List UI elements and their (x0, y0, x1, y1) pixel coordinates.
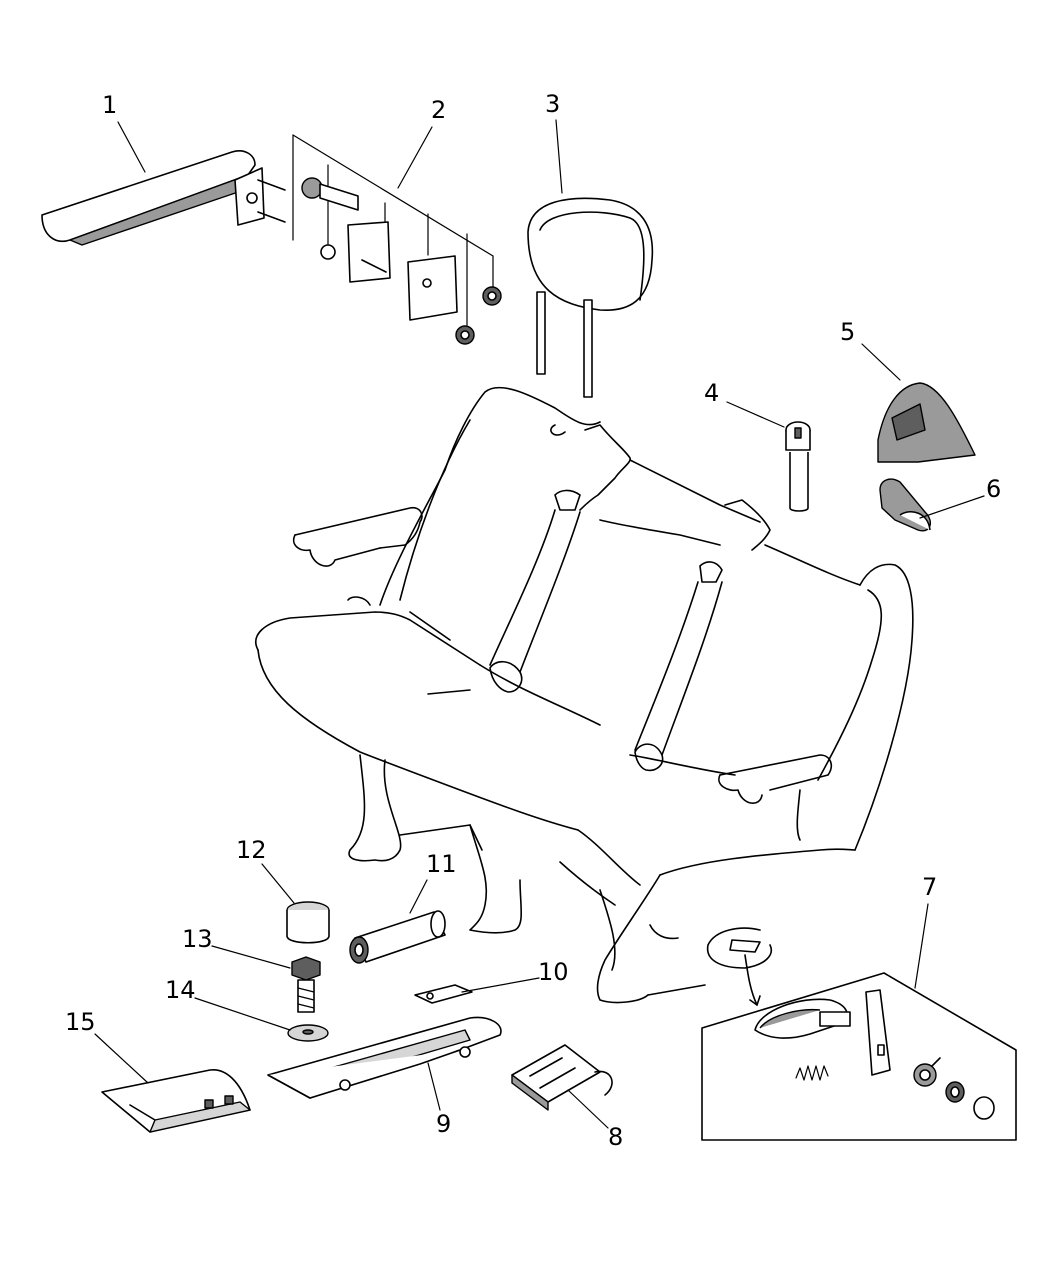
callout-1: 1 (102, 91, 117, 119)
callout-12: 12 (236, 836, 267, 864)
callout-9: 9 (436, 1110, 451, 1138)
part-clip (879, 478, 932, 532)
callout-3: 3 (545, 90, 560, 118)
part-bolt (291, 956, 321, 1013)
part-spacer-tube (349, 910, 446, 964)
callout-10: 10 (538, 958, 569, 986)
callout-6: 6 (986, 475, 1001, 503)
callout-11: 11 (426, 850, 457, 878)
part-headrest (527, 197, 654, 398)
leader-lines (94, 119, 985, 1129)
part-bracket-clip (511, 1044, 613, 1111)
part-washer (287, 1024, 329, 1042)
callout-4: 4 (704, 379, 719, 407)
callout-14: 14 (165, 976, 196, 1004)
callout-5: 5 (840, 318, 855, 346)
part-bumper (286, 901, 330, 944)
part-latch-kit (701, 972, 1017, 1141)
callout-2: 2 (431, 96, 446, 124)
seat-assembly (255, 386, 914, 1006)
callout-13: 13 (182, 925, 213, 953)
callout-labels: 1 2 3 4 5 6 7 8 9 10 11 12 13 14 15 (65, 90, 1001, 1151)
callout-15: 15 (65, 1008, 96, 1036)
part-armrest (41, 150, 286, 246)
part-small-clip (414, 984, 473, 1004)
part-guide-sleeve (785, 421, 811, 512)
part-track-cover (267, 1016, 502, 1099)
part-end-cover (101, 1069, 251, 1133)
callout-8: 8 (608, 1123, 623, 1151)
part-hardware-kit (292, 134, 502, 345)
part-cover (877, 382, 976, 463)
callout-7: 7 (922, 873, 937, 901)
